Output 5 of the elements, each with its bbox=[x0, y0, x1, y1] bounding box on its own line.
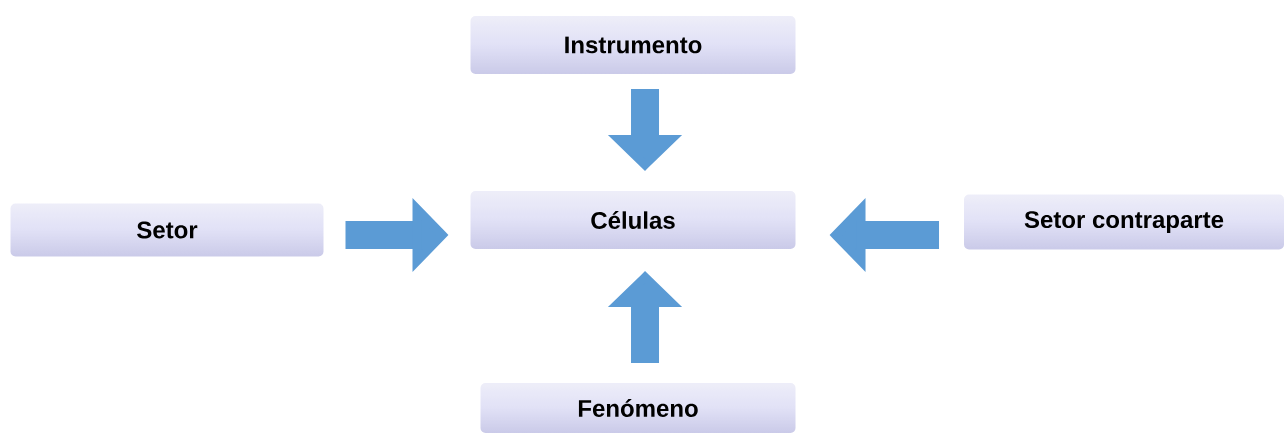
process-box: Fenómeno bbox=[478, 381, 798, 434]
process-box: Células bbox=[468, 189, 798, 251]
process-box: Setor bbox=[8, 201, 326, 259]
process-box: Instrumento bbox=[468, 14, 798, 76]
process-box: Setor contraparte bbox=[962, 192, 1286, 252]
